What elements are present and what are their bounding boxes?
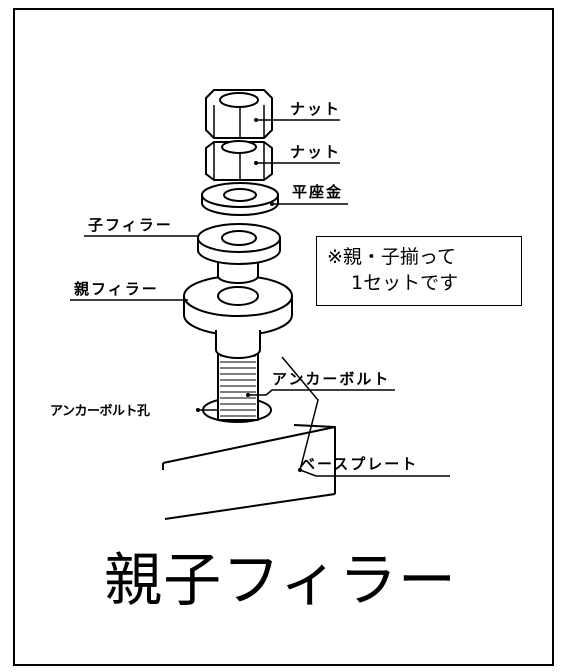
label-parent-filler: 親フィラー (74, 280, 159, 298)
label-child-filler: 子フィラー (88, 216, 173, 234)
page-title: 親子フィラー (104, 546, 457, 614)
label-anchor-bolt-hole: アンカーボルト孔 (50, 403, 150, 419)
base-plate (162, 424, 336, 520)
parent-filler (183, 275, 293, 359)
nut-lower (205, 140, 273, 181)
flat-washer (201, 182, 279, 216)
nut-upper (205, 89, 273, 139)
label-nut-1: ナット (290, 100, 341, 118)
leader-dots (196, 118, 302, 472)
anchor-bolt (217, 347, 259, 421)
note-line-2: 1セットです (351, 272, 459, 294)
label-flat-washer: 平座金 (292, 183, 343, 201)
set-note-box: ※親・子揃って 1セットです (316, 236, 522, 306)
note-line-1: ※親・子揃って (327, 246, 456, 268)
label-nut-2: ナット (290, 143, 341, 161)
label-base-plate: ベースプレート (300, 455, 418, 473)
diagram-frame (13, 8, 554, 666)
child-filler (197, 223, 281, 284)
label-anchor-bolt: アンカーボルト (272, 370, 390, 388)
